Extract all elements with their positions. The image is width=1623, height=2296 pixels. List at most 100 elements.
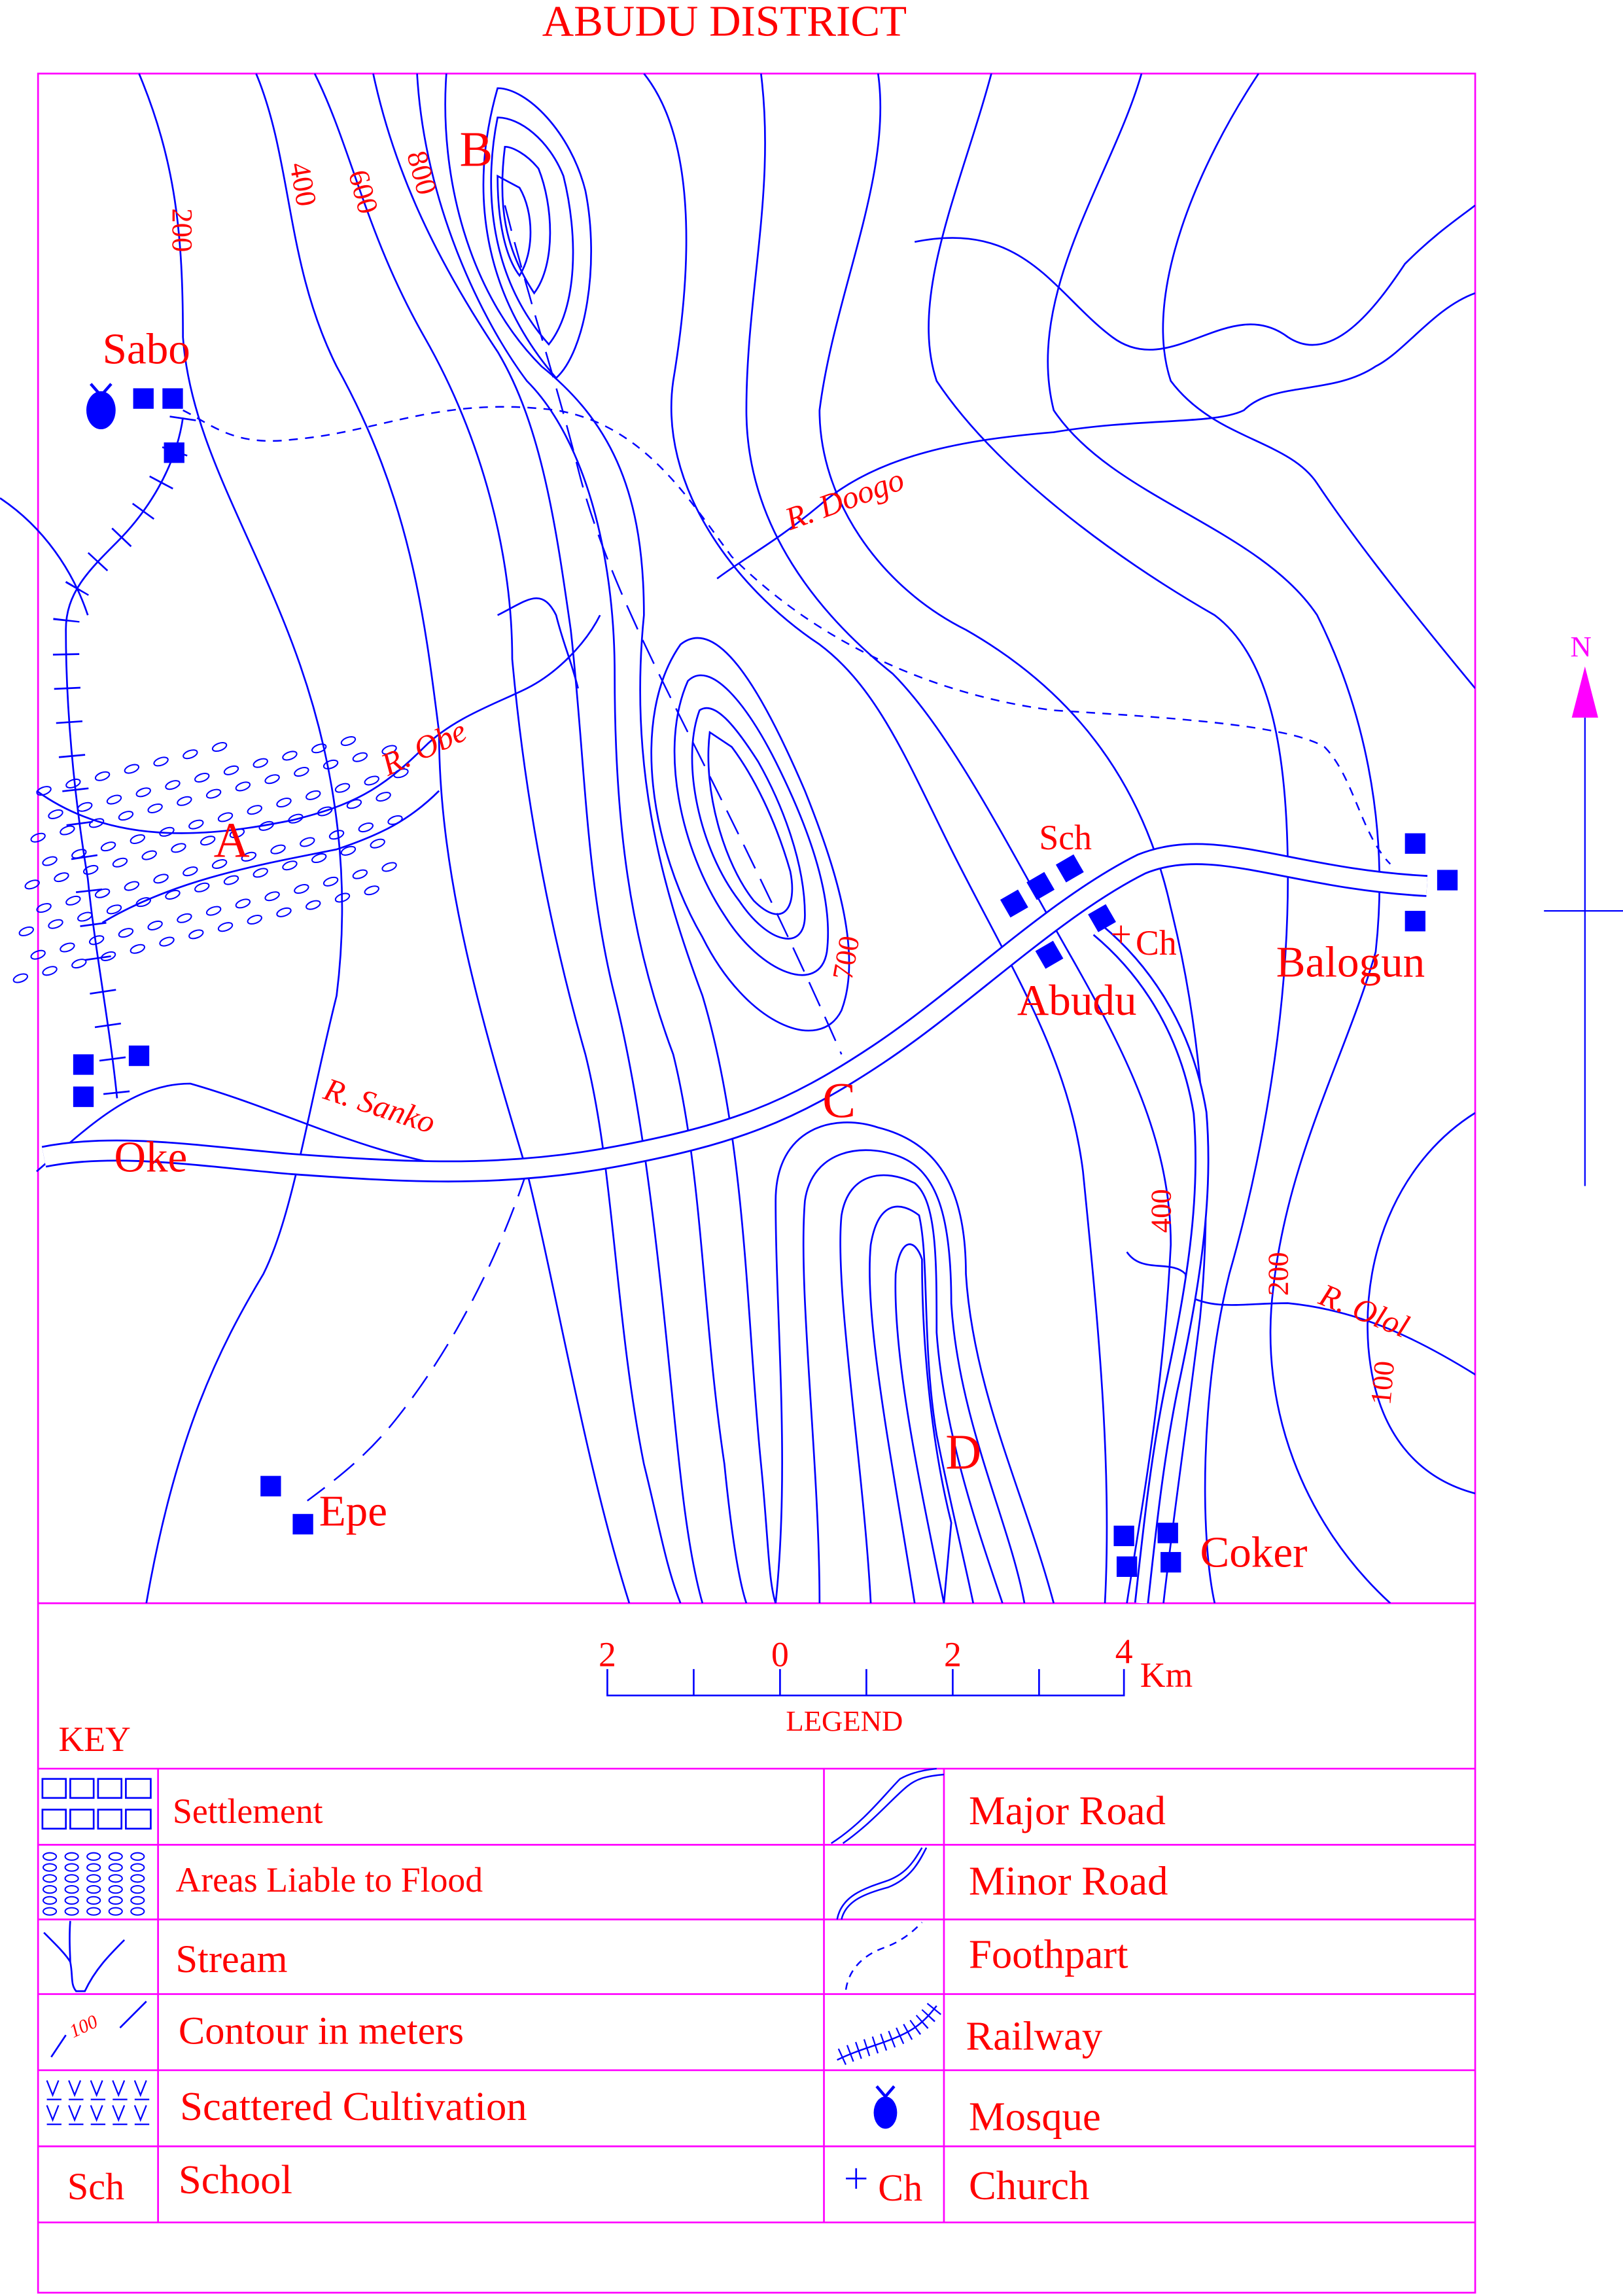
flood-mark <box>387 815 403 825</box>
river-label-obe: R. Obe <box>375 713 472 783</box>
flood-mark <box>36 786 52 796</box>
key-table: 100 Sch Settlement Areas Liable to Flood… <box>38 1767 1476 2223</box>
flood-mark <box>223 875 239 885</box>
key-label-stream: Stream <box>175 1937 287 1981</box>
footpaths <box>183 205 1391 1502</box>
cultivation-mark <box>133 2080 150 2100</box>
settlement-square <box>1055 854 1084 883</box>
flood-mark <box>48 809 63 819</box>
flood-mark <box>135 897 151 908</box>
flood-mark <box>294 884 309 894</box>
cultivation-mark <box>46 2105 61 2125</box>
key-label-mosque: Mosque <box>969 2094 1101 2140</box>
flood-mark <box>147 803 163 813</box>
flood-mark <box>77 911 93 922</box>
cultivation-mark <box>133 2105 150 2125</box>
flood-mark <box>42 1896 58 1905</box>
flood-mark <box>86 1885 101 1894</box>
settlement-square <box>1000 889 1028 918</box>
key-label-minor-road: Minor Road <box>969 1858 1168 1903</box>
settlement-square <box>1026 872 1055 900</box>
flood-mark <box>317 806 333 817</box>
north-label: N <box>1570 630 1591 663</box>
cultivation-mark <box>46 2080 61 2100</box>
flood-mark <box>270 844 286 855</box>
flood-area <box>12 736 409 983</box>
flood-mark <box>108 1896 123 1905</box>
contour-lines <box>138 73 1476 1604</box>
flood-mark <box>86 1863 101 1872</box>
flood-mark <box>106 794 122 805</box>
flood-mark <box>393 768 409 779</box>
river-label-doogo: R. Doogo <box>780 461 909 538</box>
river-label-sanko: R. Sanko <box>319 1070 440 1140</box>
flood-mark <box>264 774 280 785</box>
settlement-square <box>1113 1525 1134 1547</box>
flood-mark <box>86 1907 101 1916</box>
flood-mark <box>235 898 251 909</box>
flood-mark <box>130 1874 145 1883</box>
settlement-square <box>162 388 183 409</box>
flood-mark <box>60 825 75 836</box>
flood-mark <box>36 903 52 913</box>
flood-mark <box>276 907 292 917</box>
flood-mark <box>235 781 251 792</box>
flood-mark <box>42 1874 58 1883</box>
flood-mark <box>42 1907 58 1916</box>
flood-mark <box>358 822 374 833</box>
flood-mark <box>30 832 46 843</box>
flood-mark <box>159 826 175 837</box>
map-border <box>37 73 1476 2294</box>
settlement-square <box>1035 940 1064 969</box>
scale-caption: LEGEND <box>786 1704 903 1737</box>
flood-mark <box>328 830 345 840</box>
scale-unit: Km <box>1140 1655 1193 1695</box>
key-label-major-road: Major Road <box>969 1788 1166 1833</box>
flood-mark <box>65 778 81 788</box>
major-road-symbol-icon <box>831 1767 945 1845</box>
flood-mark <box>364 885 379 896</box>
flood-mark <box>130 1852 145 1861</box>
settlement-square <box>164 442 184 463</box>
flood-mark <box>253 868 268 878</box>
key-label-contour: Contour in meters <box>179 2009 464 2053</box>
flood-mark <box>194 772 210 783</box>
flood-mark <box>364 775 379 786</box>
place-label-balogun: Balogun <box>1276 938 1425 987</box>
settlement-square <box>128 1045 150 1067</box>
map-area <box>0 73 1476 1604</box>
settlement-square <box>1088 904 1116 932</box>
key-label-church: Church <box>969 2163 1089 2208</box>
flood-mark <box>211 858 228 870</box>
flood-mark <box>108 1863 123 1872</box>
church-label: Ch <box>1136 923 1177 963</box>
flood-mark <box>381 862 397 872</box>
school-symbol-icon: Sch <box>67 2165 124 2208</box>
flood-mark <box>305 900 321 910</box>
point-label-d: D <box>945 1424 981 1479</box>
flood-mark <box>108 1852 123 1861</box>
flood-mark <box>30 949 46 960</box>
flood-mark <box>346 799 362 809</box>
flood-mark <box>18 926 34 936</box>
settlement-square <box>292 1513 313 1535</box>
flood-mark <box>65 895 81 906</box>
key-label-flood: Areas Liable to Flood <box>175 1860 483 1899</box>
flood-mark <box>188 819 204 830</box>
scale-tick-label: 4 <box>1115 1632 1133 1671</box>
contour-label-100: 100 <box>1364 1360 1401 1406</box>
flood-mark <box>108 1874 123 1883</box>
flood-mark <box>352 752 368 762</box>
flood-mark <box>42 1852 58 1861</box>
flood-mark <box>165 780 181 790</box>
cultivation-mark <box>68 2105 84 2125</box>
cultivation-mark <box>112 2080 128 2100</box>
flood-mark <box>100 951 116 961</box>
settlement-square <box>133 388 154 409</box>
settlement-square <box>73 1086 94 1107</box>
flood-mark <box>94 771 111 781</box>
flood-mark <box>130 834 145 844</box>
flood-mark <box>211 742 228 752</box>
flood-mark <box>153 874 169 884</box>
flood-mark <box>130 1896 145 1905</box>
